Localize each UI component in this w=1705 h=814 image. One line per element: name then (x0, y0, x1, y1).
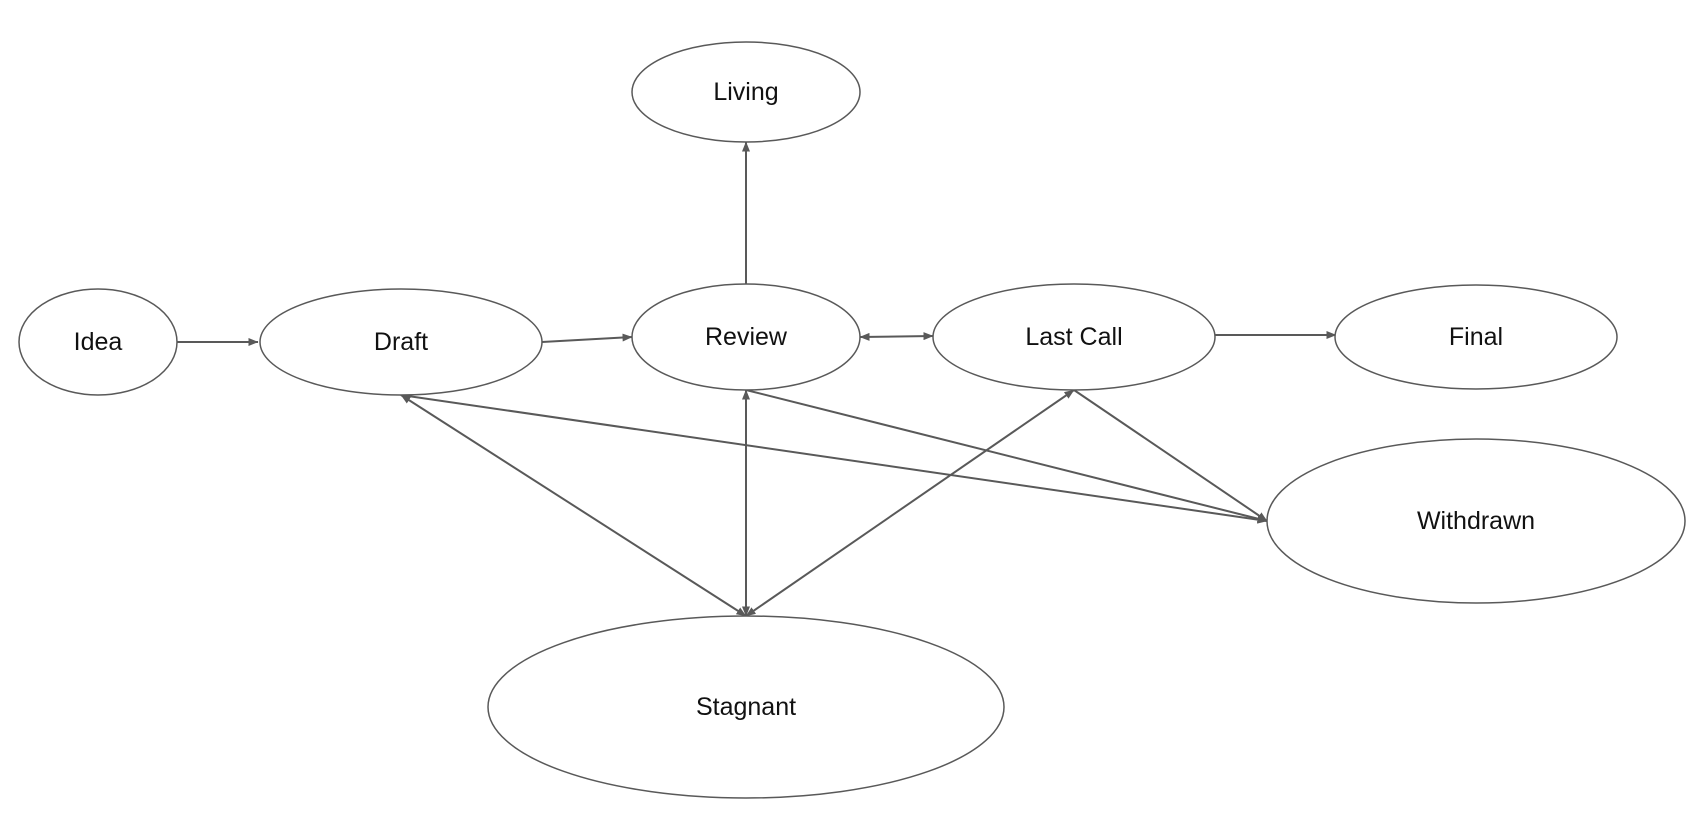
node-idea: Idea (18, 288, 178, 396)
node-final-label: Final (1449, 323, 1503, 351)
node-draft: Draft (259, 288, 543, 396)
node-lastcall: Last Call (932, 283, 1216, 391)
node-review-label: Review (705, 323, 788, 351)
edge-lastcall-to-withdrawn (1073, 389, 1268, 522)
node-lastcall-ellipse (932, 283, 1216, 391)
node-idea-ellipse (18, 288, 178, 396)
node-stagnant-label: Stagnant (696, 693, 796, 721)
node-review-ellipse (631, 283, 861, 391)
node-final-ellipse (1334, 284, 1618, 390)
edge-review-to-withdrawn (745, 389, 1268, 523)
node-final: Final (1334, 284, 1618, 390)
node-withdrawn-ellipse (1266, 438, 1686, 604)
node-withdrawn-label: Withdrawn (1417, 507, 1535, 535)
node-living-ellipse (631, 41, 861, 143)
node-living: Living (631, 41, 861, 143)
edge-draft-to-review (541, 333, 633, 343)
edge-review-to-lastcall (859, 332, 934, 341)
node-stagnant: Stagnant (487, 615, 1005, 799)
node-draft-ellipse (259, 288, 543, 396)
edge-draft-to-withdrawn (400, 394, 1268, 524)
node-review: Review (631, 283, 861, 391)
node-stagnant-ellipse (487, 615, 1005, 799)
edge-draft-to-stagnant (400, 394, 747, 617)
edges-layer (177, 141, 1337, 617)
node-living-label: Living (713, 78, 778, 106)
edge-lastcall-to-stagnant (745, 389, 1075, 617)
node-idea-label: Idea (74, 328, 123, 356)
node-lastcall-label: Last Call (1025, 323, 1122, 351)
node-draft-label: Draft (374, 328, 428, 356)
node-withdrawn: Withdrawn (1266, 438, 1686, 604)
